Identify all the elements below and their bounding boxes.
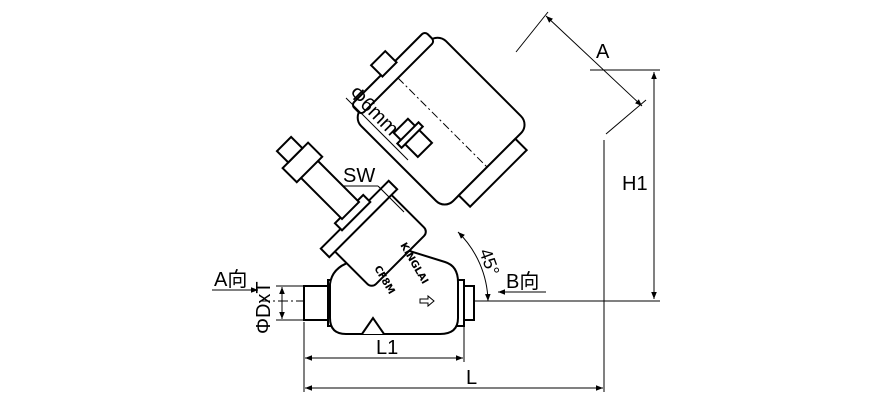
actuator — [351, 31, 529, 209]
h1-label: H1 — [622, 173, 648, 195]
a-direction: A向 — [212, 268, 258, 293]
sw-leader: SW — [343, 165, 405, 213]
dimension-diameter: ΦDxT — [253, 281, 304, 334]
b-direction: B向 — [498, 270, 546, 295]
air-port — [392, 117, 434, 159]
diameter-label: ΦDxT — [253, 281, 275, 334]
sw-label: SW — [343, 165, 375, 187]
a-label: A — [596, 41, 610, 63]
dimension-l1: L1 — [303, 322, 465, 362]
l1-label: L1 — [376, 337, 398, 359]
a-direction-label: A向 — [214, 268, 247, 291]
dimension-l: L — [303, 140, 605, 392]
valve-stem — [275, 135, 361, 221]
dimension-a: A — [515, 11, 647, 135]
b-direction-label: B向 — [506, 270, 539, 293]
valve-body — [303, 179, 475, 335]
angle-label: 45° — [475, 246, 503, 278]
l-label: L — [466, 367, 477, 389]
